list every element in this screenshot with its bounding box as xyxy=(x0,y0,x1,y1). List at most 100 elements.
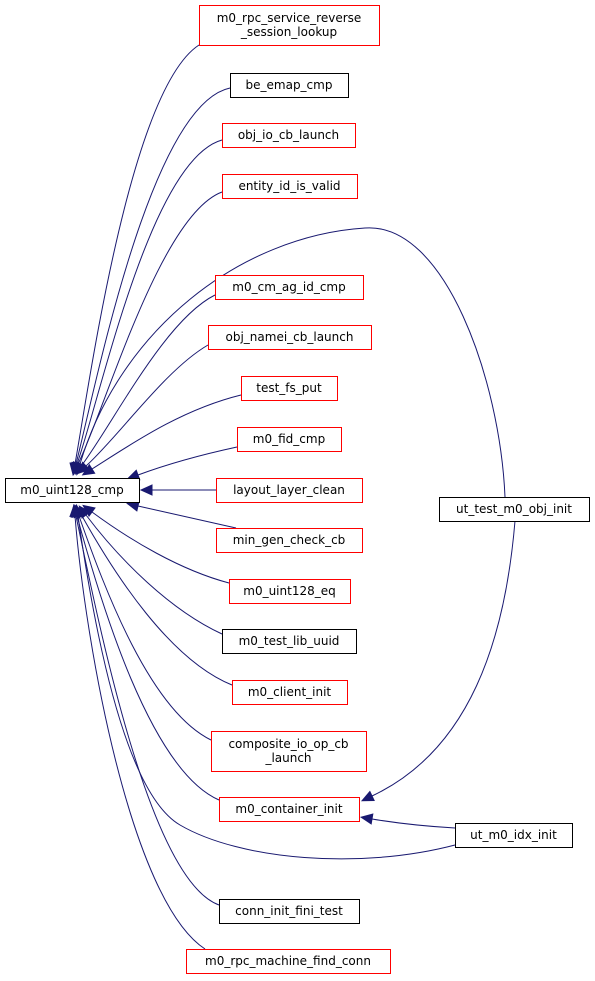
edge-line xyxy=(137,505,237,529)
node-obj_namei_cb_launch[interactable]: obj_namei_cb_launch xyxy=(208,325,372,350)
node-label: m0_fid_cmp xyxy=(253,432,325,446)
node-obj_io_cb_launch[interactable]: obj_io_cb_launch xyxy=(222,123,356,148)
node-box[interactable] xyxy=(208,325,372,350)
node-m0_rpc_service_reverse_session_lookup[interactable]: m0_rpc_service_reverse_session_lookup xyxy=(199,5,380,46)
node-label: test_fs_put xyxy=(256,381,322,395)
edge-line xyxy=(76,139,223,465)
node-box[interactable] xyxy=(229,579,351,604)
node-min_gen_check_cb[interactable]: min_gen_check_cb xyxy=(216,528,363,553)
edge-line xyxy=(75,515,220,906)
edge-arrowhead xyxy=(360,790,375,802)
edge-conn_init_fini_test-to-m0_uint128_cmp xyxy=(70,504,220,906)
edge-min_gen_check_cb-to-m0_uint128_cmp xyxy=(126,500,237,529)
node-box[interactable] xyxy=(216,528,363,553)
edge-m0_uint128_eq-to-m0_uint128_cmp xyxy=(82,504,230,584)
edge-ut_test_m0_obj_init-to-m0_uint128_cmp xyxy=(74,227,506,498)
node-box[interactable] xyxy=(5,478,140,503)
node-box[interactable] xyxy=(241,376,338,401)
edge-line xyxy=(74,44,200,465)
node-test_fs_put[interactable]: test_fs_put xyxy=(241,376,338,401)
edge-line xyxy=(79,227,506,498)
edge-ut_test_m0_obj_init-to-m0_container_init xyxy=(360,520,516,802)
node-box[interactable] xyxy=(222,123,356,148)
edges-layer xyxy=(69,44,516,950)
node-box[interactable] xyxy=(222,629,357,654)
node-label: ut_m0_idx_init xyxy=(470,828,557,842)
edge-line xyxy=(74,515,206,950)
edge-line xyxy=(91,511,230,584)
node-label: be_emap_cmp xyxy=(246,78,333,92)
node-conn_init_fini_test[interactable]: conn_init_fini_test xyxy=(219,899,360,924)
edge-arrowhead xyxy=(139,484,153,496)
node-label: min_gen_check_cb xyxy=(233,533,346,547)
node-label: m0_rpc_machine_find_conn xyxy=(205,954,371,968)
edge-line xyxy=(75,87,231,465)
node-box[interactable] xyxy=(455,823,573,848)
node-label: _session_lookup xyxy=(240,25,337,39)
edge-line xyxy=(81,294,216,466)
node-label: composite_io_op_cb xyxy=(228,737,348,751)
edge-m0_test_lib_uuid-to-m0_uint128_cmp xyxy=(78,505,223,635)
node-m0_uint128_eq[interactable]: m0_uint128_eq xyxy=(229,579,351,604)
node-label: entity_id_is_valid xyxy=(238,179,340,193)
edge-line xyxy=(91,394,242,470)
edge-m0_container_init-to-m0_uint128_cmp xyxy=(71,504,220,801)
edge-be_emap_cmp-to-m0_uint128_cmp xyxy=(70,87,231,476)
node-box[interactable] xyxy=(211,731,367,772)
node-box[interactable] xyxy=(230,73,349,98)
node-box[interactable] xyxy=(219,797,360,822)
node-entity_id_is_valid[interactable]: entity_id_is_valid xyxy=(222,174,358,199)
node-m0_cm_ag_id_cmp[interactable]: m0_cm_ag_id_cmp xyxy=(215,275,364,300)
node-box[interactable] xyxy=(219,899,360,924)
node-ut_test_m0_obj_init[interactable]: ut_test_m0_obj_init xyxy=(439,497,590,522)
node-label: conn_init_fini_test xyxy=(235,904,343,918)
node-be_emap_cmp[interactable]: be_emap_cmp xyxy=(230,73,349,98)
node-box[interactable] xyxy=(216,478,363,503)
edge-layout_layer_clean-to-m0_uint128_cmp xyxy=(139,484,216,496)
node-label: obj_io_cb_launch xyxy=(238,128,339,142)
edge-obj_namei_cb_launch-to-m0_uint128_cmp xyxy=(77,344,209,475)
node-box[interactable] xyxy=(215,275,364,300)
node-box[interactable] xyxy=(439,497,590,522)
node-m0_uint128_cmp[interactable]: m0_uint128_cmp xyxy=(5,478,140,503)
node-m0_client_init[interactable]: m0_client_init xyxy=(232,680,348,705)
node-ut_m0_idx_init[interactable]: ut_m0_idx_init xyxy=(455,823,573,848)
node-label: layout_layer_clean xyxy=(233,483,345,497)
edge-m0_cm_ag_id_cmp-to-m0_uint128_cmp xyxy=(74,294,216,475)
edge-arrowhead xyxy=(81,463,96,476)
edge-line xyxy=(76,515,220,801)
node-composite_io_op_cb_launch[interactable]: composite_io_op_cb_launch xyxy=(211,731,367,772)
node-label: m0_client_init xyxy=(248,685,332,699)
edge-m0_rpc_machine_find_conn-to-m0_uint128_cmp xyxy=(69,503,206,950)
node-m0_test_lib_uuid[interactable]: m0_test_lib_uuid xyxy=(222,629,357,654)
node-layout_layer_clean[interactable]: layout_layer_clean xyxy=(216,478,363,503)
node-label: m0_uint128_cmp xyxy=(20,483,123,497)
edge-line xyxy=(81,515,233,686)
node-label: m0_test_lib_uuid xyxy=(239,634,340,648)
edge-entity_id_is_valid-to-m0_uint128_cmp xyxy=(72,191,223,475)
edge-line xyxy=(85,344,209,467)
edge-arrowhead xyxy=(359,813,374,825)
node-box[interactable] xyxy=(232,680,348,705)
node-box[interactable] xyxy=(186,949,391,974)
nodes-layer: m0_uint128_cmp m0_rpc_service_reverse_ses… xyxy=(5,5,590,974)
node-label: m0_cm_ag_id_cmp xyxy=(232,280,345,294)
node-box[interactable] xyxy=(222,174,358,199)
edge-line xyxy=(77,515,456,860)
edge-arrowhead xyxy=(77,461,91,475)
node-label: ut_test_m0_obj_init xyxy=(456,502,572,516)
edge-arrowhead xyxy=(69,503,81,517)
node-label: m0_container_init xyxy=(235,802,342,816)
node-m0_container_init[interactable]: m0_container_init xyxy=(219,797,360,822)
edge-m0_fid_cmp-to-m0_uint128_cmp xyxy=(126,446,238,481)
node-box[interactable] xyxy=(199,5,380,46)
node-m0_rpc_machine_find_conn[interactable]: m0_rpc_machine_find_conn xyxy=(186,949,391,974)
node-box[interactable] xyxy=(237,427,342,452)
edge-ut_m0_idx_init-to-m0_container_init xyxy=(359,813,456,829)
node-m0_fid_cmp[interactable]: m0_fid_cmp xyxy=(237,427,342,452)
edge-line xyxy=(77,191,223,465)
edge-test_fs_put-to-m0_uint128_cmp xyxy=(81,394,242,476)
edge-line xyxy=(371,520,516,797)
edge-line xyxy=(78,515,212,741)
